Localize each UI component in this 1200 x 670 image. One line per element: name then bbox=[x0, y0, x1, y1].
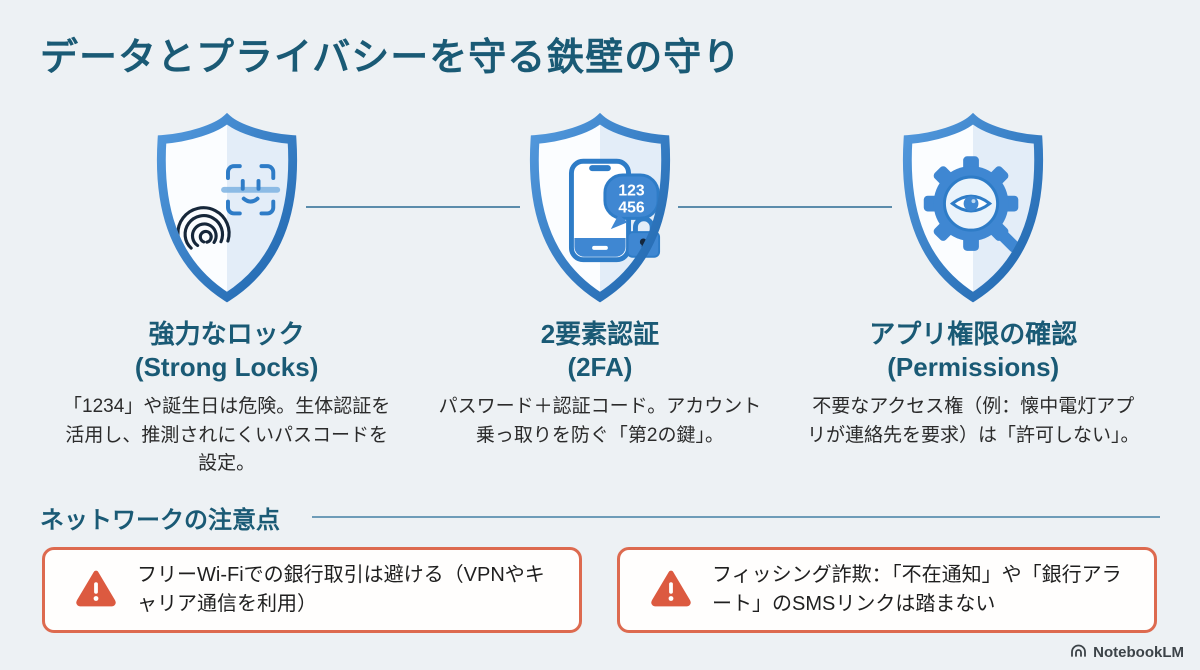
notebooklm-logo-icon bbox=[1070, 643, 1087, 662]
two-factor-shield-icon: 123 456 bbox=[516, 112, 684, 304]
section-divider bbox=[312, 516, 1160, 518]
card-strong-locks: 強力なロック (Strong Locks) 「1234」や誕生日は危険。生体認証… bbox=[40, 112, 413, 479]
card-two-factor-auth: 123 456 2要素認証 (2FA) パスワード＋認証コード。アカウント乗っ取… bbox=[413, 112, 786, 479]
sms-code-line1: 123 bbox=[618, 183, 645, 200]
sms-code-line2: 456 bbox=[618, 199, 645, 216]
brand-name: NotebookLM bbox=[1093, 644, 1184, 661]
card-app-permissions: アプリ権限の確認 (Permissions) 不要なアクセス権（例：懐中電灯アプ… bbox=[787, 112, 1160, 479]
biometric-shield-icon bbox=[143, 112, 311, 304]
card-heading: アプリ権限の確認 (Permissions) bbox=[869, 318, 1077, 383]
warning-icon bbox=[75, 569, 117, 612]
card-description: パスワード＋認証コード。アカウント乗っ取りを防ぐ「第2の鍵」。 bbox=[438, 396, 762, 446]
connector-line-2 bbox=[678, 206, 892, 208]
warning-text: フィッシング詐欺：「不在通知」や「銀行アラート」のSMSリンクは踏まない bbox=[712, 564, 1122, 615]
card-description: 不要なアクセス権（例：懐中電灯アプリが連絡先を要求）は「許可しない」。 bbox=[806, 396, 1140, 446]
card-heading: 2要素認証 (2FA) bbox=[541, 318, 659, 383]
permissions-shield-icon bbox=[889, 112, 1057, 304]
card-heading-ja: 2要素認証 bbox=[540, 319, 660, 349]
card-heading-en: (Strong Locks) bbox=[134, 351, 319, 382]
warning-icon bbox=[650, 569, 692, 612]
warning-box-free-wifi: フリーWi-Fiでの銀行取引は避ける（VPNやキャリア通信を利用） bbox=[42, 547, 582, 633]
card-heading-ja: 強力なロック bbox=[148, 319, 305, 349]
card-heading-en: (Permissions) bbox=[887, 351, 1060, 382]
card-heading: 強力なロック (Strong Locks) bbox=[135, 318, 318, 383]
security-cards-row: 強力なロック (Strong Locks) 「1234」や誕生日は危険。生体認証… bbox=[40, 112, 1160, 479]
warning-box-phishing: フィッシング詐欺：「不在通知」や「銀行アラート」のSMSリンクは踏まない bbox=[617, 547, 1157, 633]
footer-brand: NotebookLM bbox=[1070, 643, 1184, 662]
card-heading-ja: アプリ権限の確認 bbox=[869, 319, 1078, 349]
page-title: データとプライバシーを守る鉄壁の守り bbox=[40, 37, 742, 79]
connector-line-1 bbox=[306, 206, 520, 208]
warning-text: フリーWi-Fiでの銀行取引は避ける（VPNやキャリア通信を利用） bbox=[137, 564, 545, 615]
network-section-title: ネットワークの注意点 bbox=[40, 507, 280, 534]
card-heading-en: (2FA) bbox=[567, 351, 633, 382]
card-description: 「1234」や誕生日は危険。生体認証を活用し、推測されにくいパスコードを設定。 bbox=[63, 396, 391, 474]
